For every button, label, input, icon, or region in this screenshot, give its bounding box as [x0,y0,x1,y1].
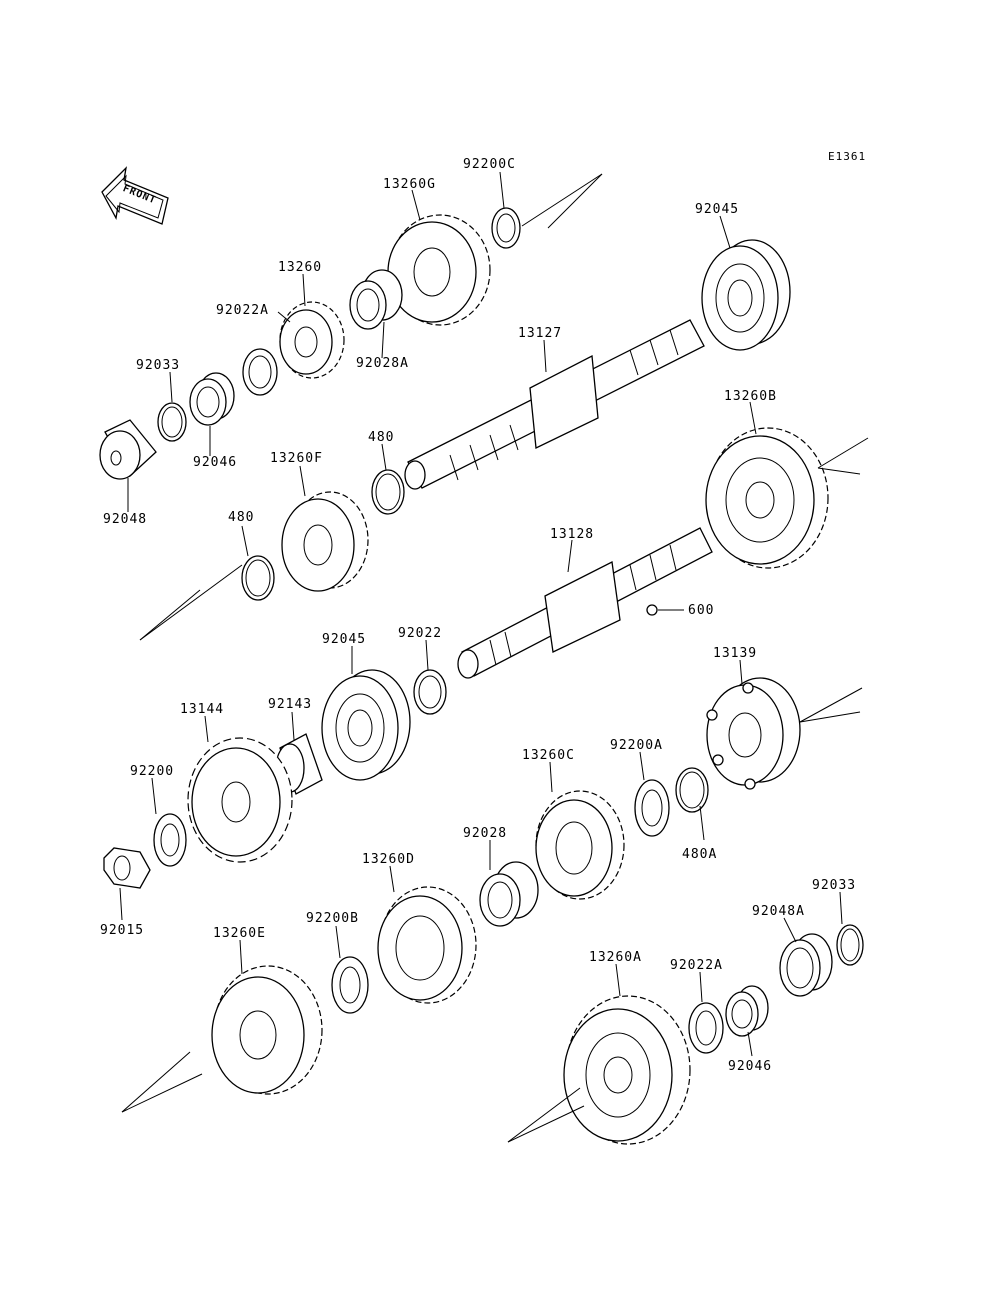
label-92028: 92028 [463,826,507,841]
label-92200: 92200 [130,764,174,779]
circlip-480-lower [241,555,275,601]
label-13260: 13260 [278,260,322,275]
hub-13139 [706,677,863,790]
bushing-92028A [349,269,403,330]
label-13260A: 13260A [589,950,642,965]
washer-92022A-lower [688,1002,724,1054]
label-92048A: 92048A [752,904,805,919]
sprocket-13144 [187,737,293,863]
label-92033-upper: 92033 [136,358,180,373]
label-92143: 92143 [268,697,312,712]
label-13260D: 13260D [362,852,415,867]
washer-92200B [331,956,369,1014]
circlip-480-upper [371,469,405,515]
label-92046-lower: 92046 [728,1059,772,1074]
needle-bearing-92046-upper [189,372,235,426]
gear-13260G [387,214,491,326]
label-92200C: 92200C [463,157,516,172]
label-92045-middle: 92045 [322,632,366,647]
collar-92048A [779,933,833,997]
gear-13260B [705,427,869,569]
washer-92200A [634,779,670,837]
label-92022: 92022 [398,626,442,641]
label-13144: 13144 [180,702,224,717]
label-13260C: 13260C [522,748,575,763]
label-13139: 13139 [713,646,757,661]
gear-13260E [121,965,323,1113]
circlip-480A [675,767,709,813]
bushing-92028 [479,861,539,927]
circlip-92033-upper [157,402,187,442]
ball-600 [646,604,684,616]
shaft-13128 [457,527,713,679]
needle-bearing-92046-lower [725,985,769,1037]
nut-92015 [103,847,151,889]
label-13260E: 13260E [213,926,266,941]
label-600: 600 [688,603,714,618]
label-92045-upper: 92045 [695,202,739,217]
label-92022A-upper: 92022A [216,303,269,318]
diagram-code: E1361 [828,150,866,163]
washer-92022A-upper [242,348,278,396]
collar-92048 [99,419,157,480]
label-13128: 13128 [550,527,594,542]
washer-92022 [413,669,447,715]
label-92028A: 92028A [356,356,409,371]
label-92048: 92048 [103,512,147,527]
gear-13260 [279,301,345,379]
label-92022A-lower: 92022A [670,958,723,973]
label-92046-upper: 92046 [193,455,237,470]
label-480-upper: 480 [368,430,394,445]
gear-13260F [281,491,369,592]
label-92033-lower: 92033 [812,878,856,893]
leader-lines [119,171,843,1057]
label-92200B: 92200B [306,911,359,926]
shaft-13127 [404,319,705,490]
label-92015: 92015 [100,923,144,938]
circlip-92033-lower [836,924,864,966]
gear-13260D [377,886,477,1004]
bearing-92045-middle [321,669,411,781]
gear-13260A [507,995,691,1145]
label-480-lower: 480 [228,510,254,525]
label-92200A: 92200A [610,738,663,753]
front-arrow-icon: FRONT [101,166,169,225]
washer-92200C [491,207,521,249]
label-13260F: 13260F [270,451,323,466]
label-13127: 13127 [518,326,562,341]
upper-axis [139,173,603,641]
label-13260B: 13260B [724,389,777,404]
label-480A: 480A [682,847,717,862]
label-13260G: 13260G [383,177,436,192]
washer-92200 [153,813,187,867]
gear-13260C [535,790,625,900]
bearing-92045-upper [701,239,791,351]
